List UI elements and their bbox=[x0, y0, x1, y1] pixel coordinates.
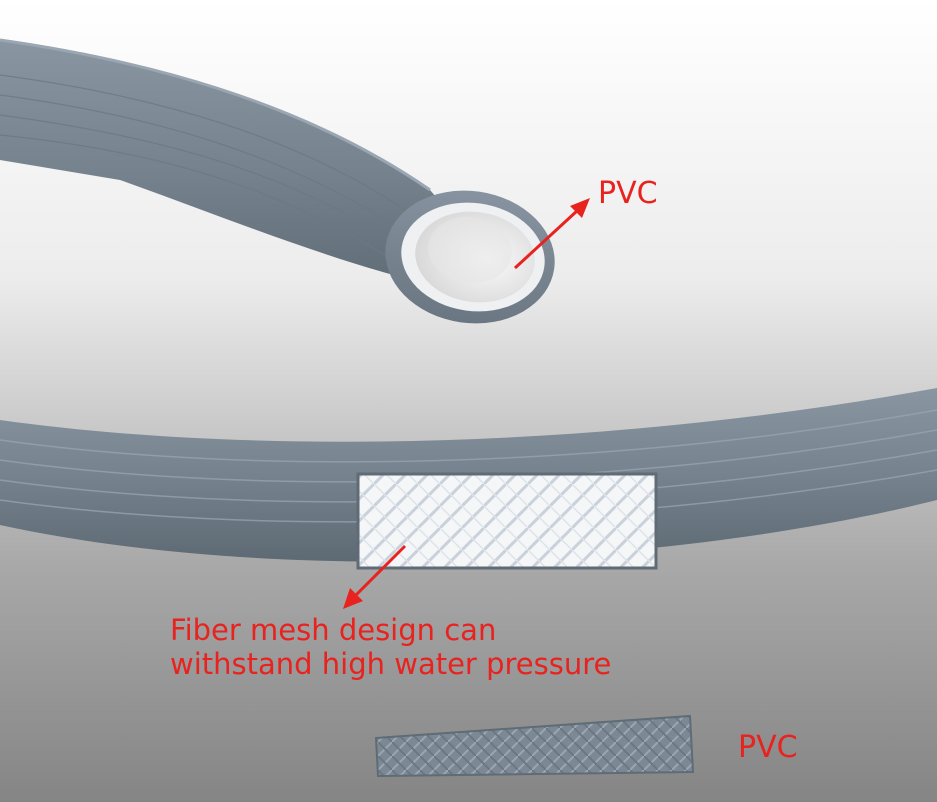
fiber-mesh-caption: Fiber mesh design can withstand high wat… bbox=[170, 613, 611, 681]
fiber-caption-line-1: Fiber mesh design can bbox=[170, 613, 497, 647]
arrow-middle bbox=[343, 544, 407, 609]
pvc-label-top: PVC bbox=[598, 176, 658, 211]
arrow-top bbox=[513, 198, 590, 270]
fiber-caption-line-2: withstand high water pressure bbox=[170, 647, 612, 681]
pvc-sample-strip bbox=[374, 714, 695, 778]
pvc-label-bottom: PVC bbox=[738, 730, 798, 765]
middle-hose bbox=[0, 388, 937, 570]
top-hose bbox=[0, 38, 555, 324]
